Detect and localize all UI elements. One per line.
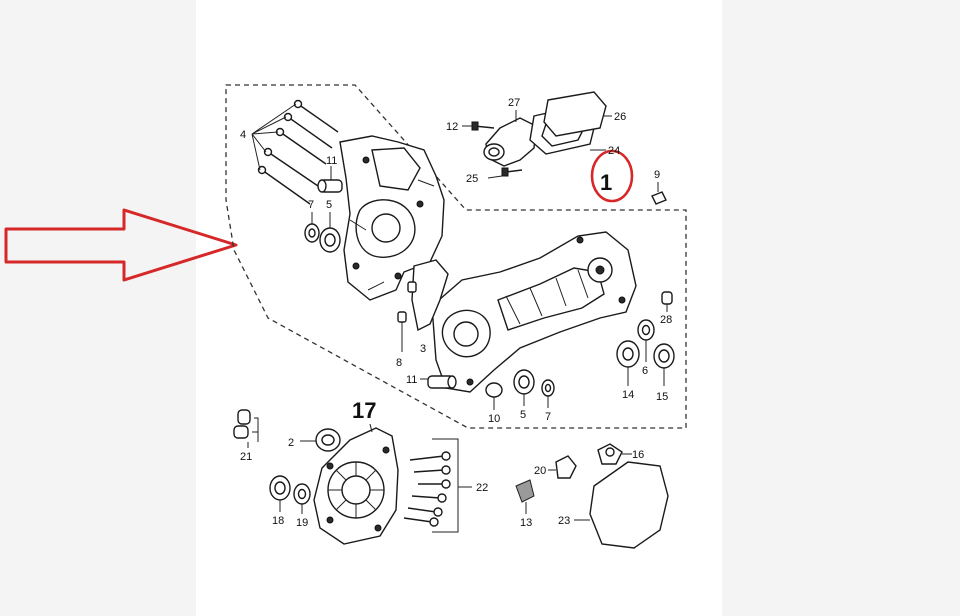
part-label-23: 23 <box>558 515 570 527</box>
clamp-16 <box>597 443 632 465</box>
right-crankcase-half <box>431 231 637 393</box>
reed-gasket-26 <box>543 91 612 137</box>
bolt-12 <box>462 121 495 131</box>
transmission-cover-17 <box>313 423 399 545</box>
right-arrow-outline-icon <box>4 208 238 282</box>
part-label-15: 15 <box>656 391 668 403</box>
part-label-7-lower: 7 <box>545 411 551 423</box>
seal-6 <box>637 319 655 362</box>
clip-20 <box>548 455 577 479</box>
part-label-14: 14 <box>622 389 634 401</box>
part-label-27: 27 <box>508 97 520 109</box>
part-number-labels: 1 2 3 4 5 5 6 7 7 8 9 10 11 11 12 13 14 … <box>240 97 672 529</box>
part-label-12: 12 <box>446 121 458 133</box>
part-label-26: 26 <box>614 111 626 123</box>
part-label-3: 3 <box>420 343 426 355</box>
part-label-22: 22 <box>476 482 488 494</box>
part-label-4: 4 <box>240 129 246 141</box>
part-label-28: 28 <box>660 314 672 326</box>
red-circle-highlight-icon <box>590 149 634 203</box>
part-label-19: 19 <box>296 517 308 529</box>
bushing-11-bottom <box>420 375 457 389</box>
part-label-9: 9 <box>654 169 660 181</box>
bushing-10 <box>485 382 503 410</box>
seal-7-upper <box>304 212 320 243</box>
part-label-6: 6 <box>642 365 648 377</box>
part-label-10: 10 <box>488 413 500 425</box>
bushing-28 <box>661 291 673 312</box>
part-label-11-lower: 11 <box>406 374 417 386</box>
part-label-25: 25 <box>466 173 478 185</box>
bushing-11-top <box>317 166 343 193</box>
part-label-5-upper: 5 <box>326 199 332 211</box>
bracket-13 <box>515 479 535 514</box>
part-label-8: 8 <box>396 357 402 369</box>
part-label-24: 24 <box>608 145 620 157</box>
part-label-2: 2 <box>288 437 294 449</box>
nut-9 <box>651 182 667 205</box>
dowel-pins-8 <box>397 281 417 352</box>
bearing-14 <box>616 340 640 386</box>
left-crankcase-half <box>339 135 445 301</box>
seal-19 <box>293 483 311 514</box>
part-label-18: 18 <box>272 515 284 527</box>
bearing-18 <box>269 475 291 512</box>
cover-gasket-23 <box>574 461 669 549</box>
part-label-5-lower: 5 <box>520 409 526 421</box>
bearing-2 <box>300 428 341 452</box>
part-label-1: 1 <box>600 170 612 195</box>
bearing-15 <box>653 343 675 386</box>
part-label-21: 21 <box>240 451 252 463</box>
part-label-11-upper: 11 <box>326 155 337 167</box>
bearing-5-upper <box>319 212 341 253</box>
bolt-set-bracket <box>432 438 459 533</box>
cover-bolts-22 <box>403 451 472 527</box>
part-label-16: 16 <box>632 449 644 461</box>
part-label-13: 13 <box>520 517 532 529</box>
long-bolts-4 <box>251 99 339 205</box>
intake-manifold-27 <box>483 110 537 167</box>
crankcase-group-boundary <box>225 84 687 429</box>
part-label-17: 17 <box>352 398 376 423</box>
part-label-20: 20 <box>534 465 546 477</box>
bushings-21 <box>233 409 259 448</box>
bearing-5-lower <box>513 369 535 406</box>
bolt-25 <box>487 167 523 179</box>
seal-7-lower <box>541 379 555 408</box>
gasket-3 <box>411 259 449 332</box>
part-label-7-upper: 7 <box>308 199 314 211</box>
